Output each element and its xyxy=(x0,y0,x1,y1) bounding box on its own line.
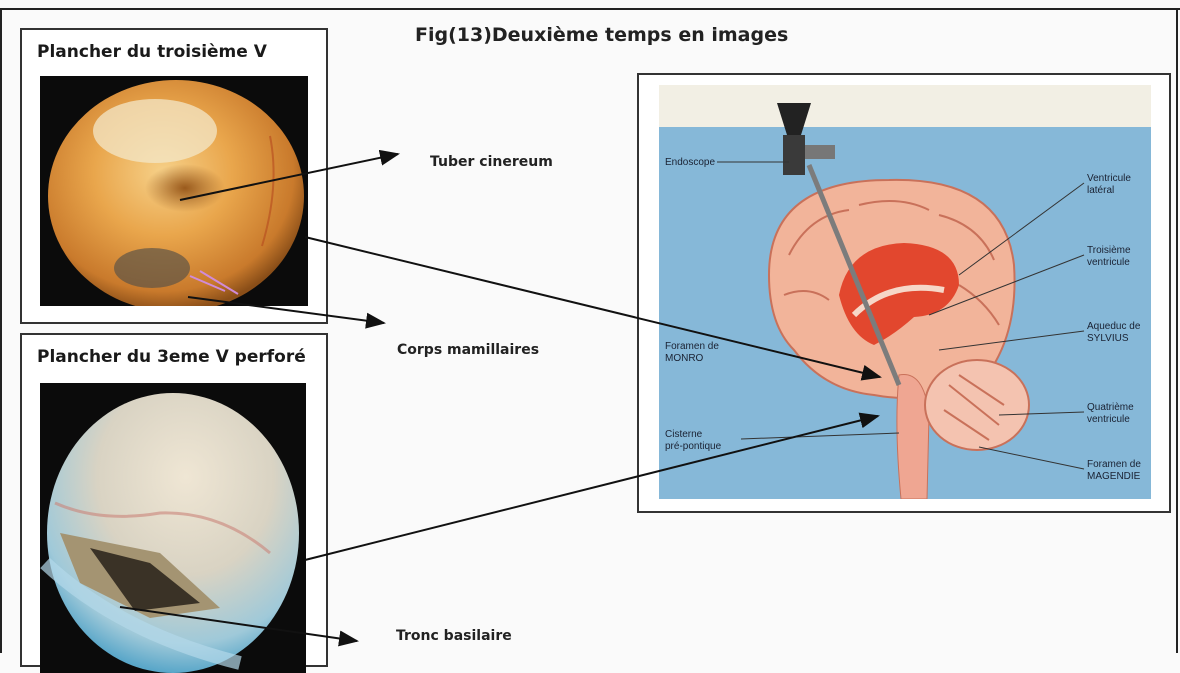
arrow-mamillaires xyxy=(188,297,384,323)
arrow-monro-link xyxy=(305,237,880,377)
arrow-cisterne-link xyxy=(305,416,878,560)
arrow-tuber xyxy=(180,154,398,200)
pointer-arrows xyxy=(0,0,1180,653)
arrow-tronc xyxy=(120,607,357,641)
